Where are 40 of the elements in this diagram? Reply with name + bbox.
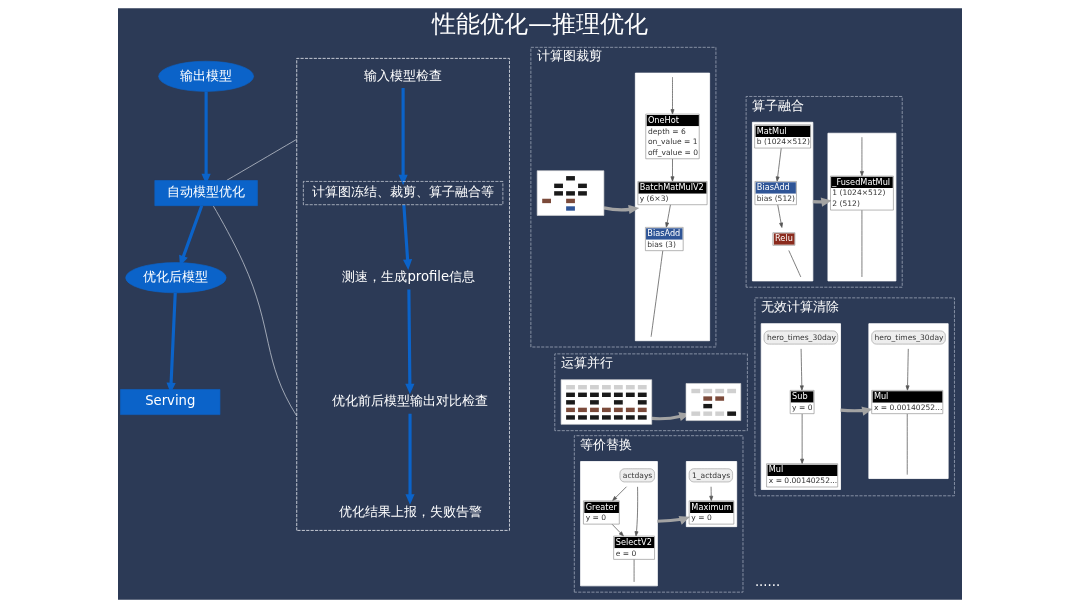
arrow (398, 88, 408, 186)
arrow (775, 147, 782, 182)
node-text: 优化前后模型输出对比检查 (332, 393, 489, 409)
arrow (634, 486, 639, 537)
arrow (657, 516, 690, 525)
connector (650, 250, 664, 338)
arrow (860, 136, 864, 177)
node-box: 自动模型优化 (154, 180, 258, 206)
arrow (612, 486, 627, 501)
arrow (670, 76, 675, 115)
connector (226, 138, 298, 181)
connector (212, 205, 298, 417)
arrow (665, 204, 671, 228)
connector (788, 250, 802, 278)
arrow (799, 348, 804, 391)
node-ellipse: 优化后模型 (125, 262, 227, 294)
node-box: Serving (120, 389, 221, 415)
label: ...... (754, 573, 781, 589)
node-text: 优化结果上报，失败告警 (338, 503, 482, 519)
arrow (800, 413, 805, 464)
arrow (611, 523, 624, 537)
connector (906, 413, 908, 475)
arrow (840, 406, 873, 416)
arrow (670, 158, 675, 182)
connector (861, 209, 863, 278)
arrow (777, 204, 783, 228)
node-ellipse: 输出模型 (158, 60, 254, 92)
node-text: 输入模型检查 (364, 67, 443, 83)
arrow (603, 205, 640, 215)
cluster (296, 57, 510, 531)
arrow (402, 204, 413, 270)
arrow (405, 289, 415, 395)
arrow (709, 486, 714, 501)
connector (633, 559, 635, 583)
node-text: 测速，生成profile信息 (342, 269, 476, 285)
cluster: 运算并行 (554, 353, 748, 432)
arrow (405, 413, 415, 505)
diagram-title: 性能优化—推理优化 (432, 10, 648, 39)
arrow (905, 348, 910, 391)
node-box: 计算图冻结、裁剪、算子融合等 (303, 181, 504, 206)
